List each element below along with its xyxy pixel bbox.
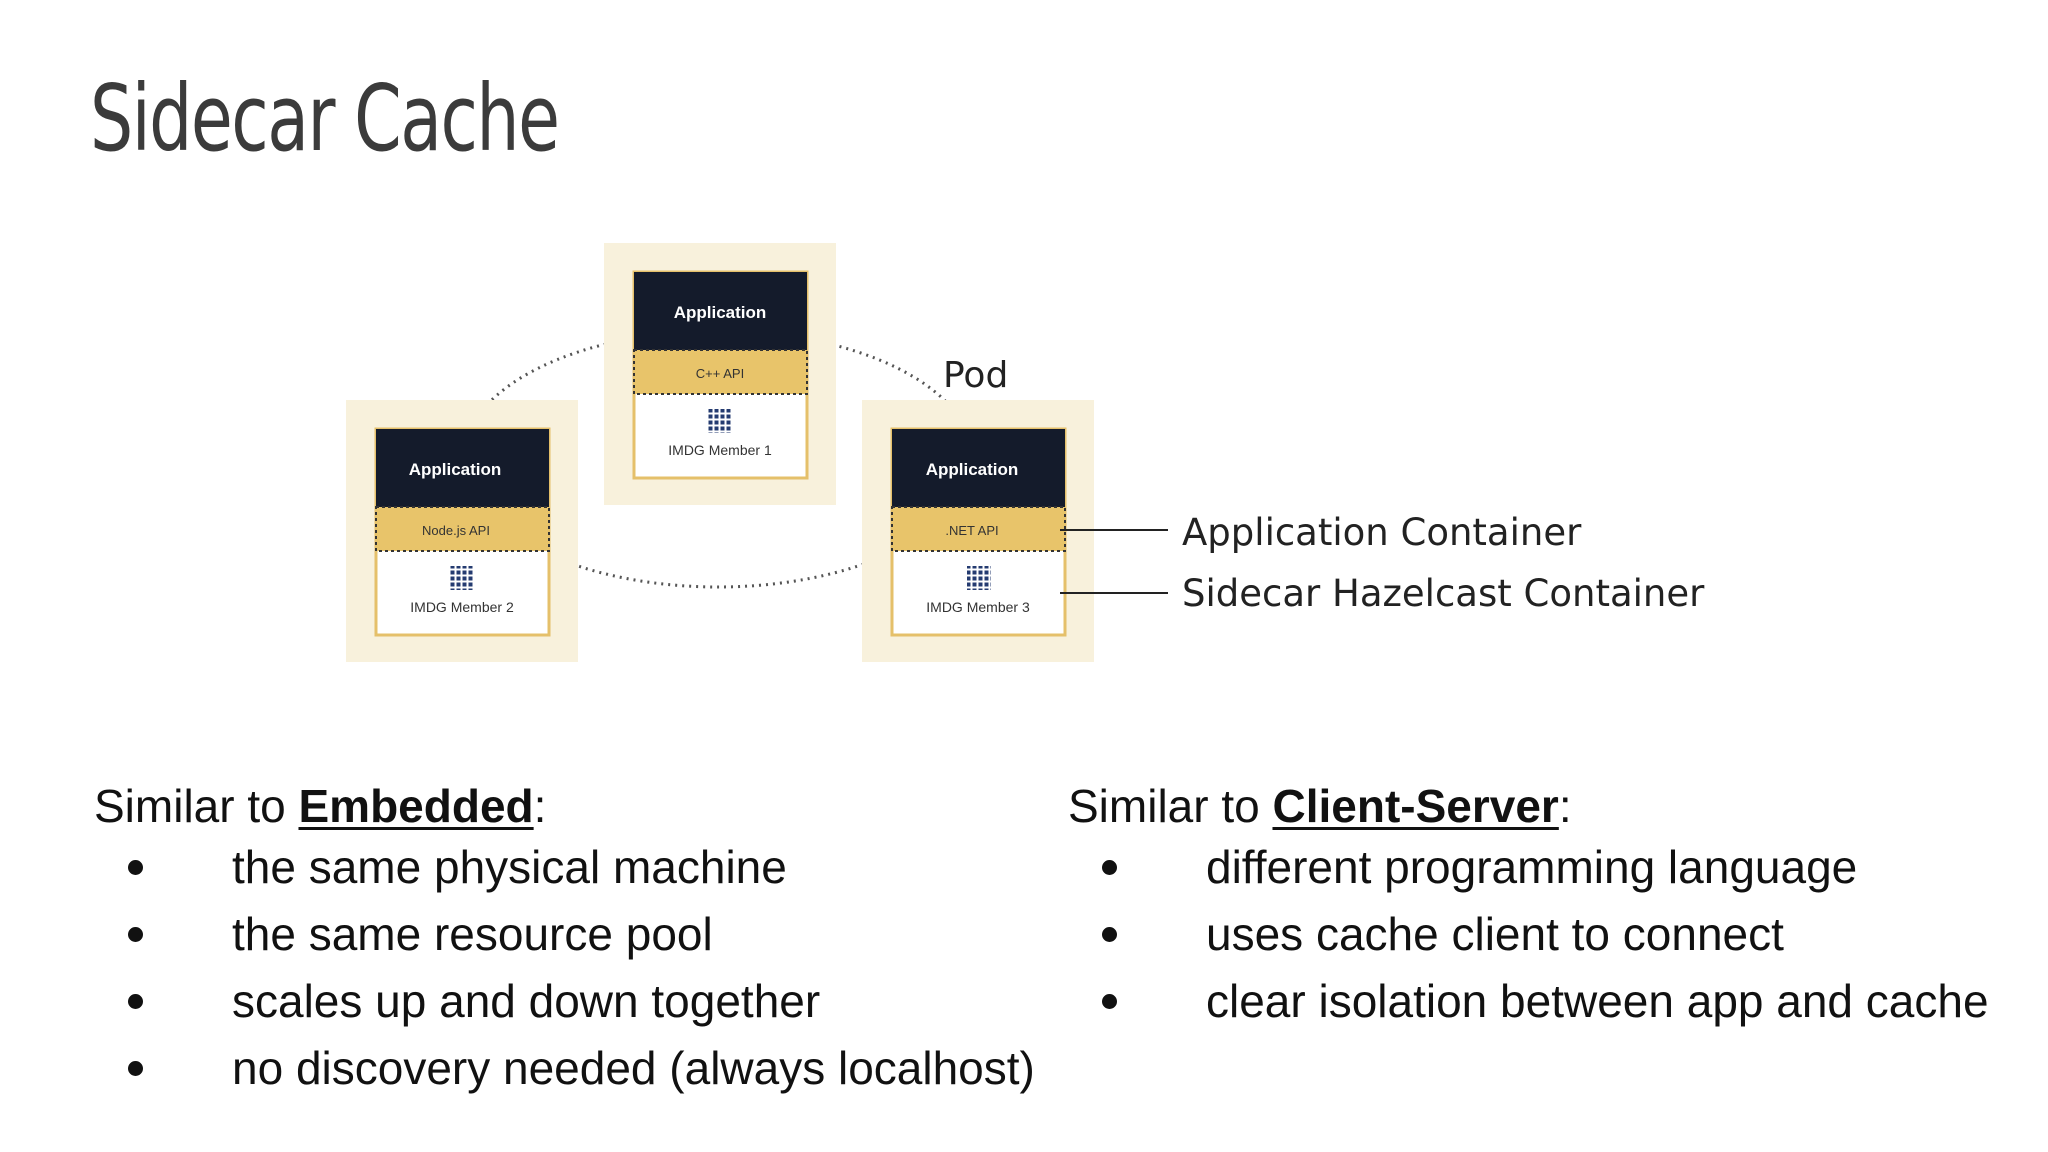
pod-1-member-label: IMDG Member 1 [668, 442, 772, 458]
client-server-heading-prefix: Similar to [1068, 780, 1273, 832]
client-server-term: Client-Server [1272, 780, 1559, 832]
pod-label: Pod [943, 355, 1008, 396]
client-server-list: different programming language uses cach… [1102, 834, 1989, 1035]
list-item: no discovery needed (always localhost) [128, 1035, 1035, 1102]
slide-title: Sidecar Cache [90, 65, 560, 172]
grid-icon [708, 409, 732, 433]
pod-3-application-label: Application [926, 460, 1019, 479]
client-server-heading-suffix: : [1558, 780, 1572, 832]
list-item: the same resource pool [128, 901, 1035, 968]
client-server-heading: Similar to Client-Server: [1068, 783, 1572, 829]
pod-3-application-header [892, 429, 1065, 507]
pod-1: Application C++ API IMDG Member 1 [604, 243, 836, 505]
embedded-heading: Similar to Embedded: [94, 783, 546, 829]
grid-icon [450, 566, 474, 590]
pod-3: Application .NET API IMDG Member 3 [862, 400, 1094, 662]
pod-2-api-label: Node.js API [422, 523, 490, 538]
embedded-term: Embedded [298, 780, 534, 832]
list-item: the same physical machine [128, 834, 1035, 901]
pod-3-api-label: .NET API [945, 523, 998, 538]
embedded-list: the same physical machine the same resou… [128, 834, 1035, 1102]
pod-1-api-band [633, 349, 808, 395]
pod-1-api-label: C++ API [696, 366, 744, 381]
pod-2-api-band [375, 506, 550, 552]
list-item: uses cache client to connect [1102, 901, 1989, 968]
sidecar-diagram: Application C++ API IMDG Member 1 Applic… [346, 243, 1705, 662]
embedded-heading-prefix: Similar to [94, 780, 299, 832]
list-item: clear isolation between app and cache [1102, 968, 1989, 1035]
pod-2-application-header [376, 429, 549, 507]
embedded-heading-suffix: : [533, 780, 547, 832]
list-item: different programming language [1102, 834, 1989, 901]
grid-icon [967, 566, 991, 590]
pod-2-member-label: IMDG Member 2 [410, 599, 514, 615]
application-container-label: Application Container [1182, 511, 1582, 554]
pod-1-application-header [634, 272, 807, 350]
sidecar-container-label: Sidecar Hazelcast Container [1182, 572, 1705, 615]
pod-3-member-label: IMDG Member 3 [926, 599, 1030, 615]
pod-2-application-label: Application [409, 460, 502, 479]
pod-1-application-label: Application [674, 303, 767, 322]
pod-2: Application Node.js API IMDG Member 2 [346, 400, 578, 662]
list-item: scales up and down together [128, 968, 1035, 1035]
